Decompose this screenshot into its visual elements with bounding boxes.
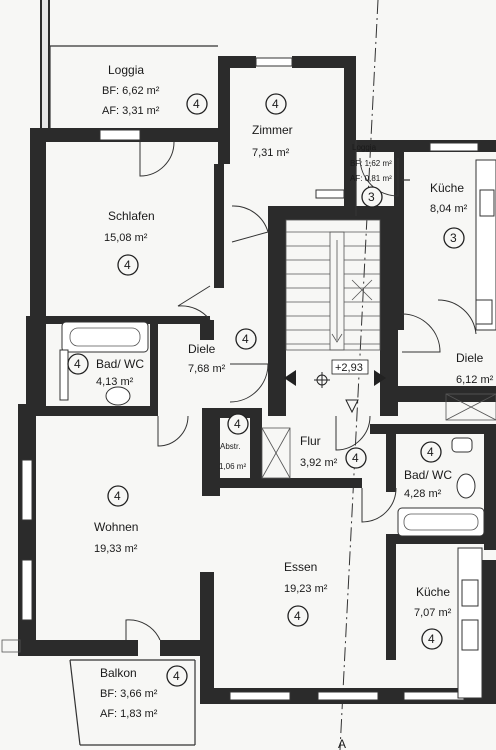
zone-zimmer: 4 <box>272 97 279 111</box>
zone-essen: 4 <box>294 609 301 623</box>
room-name-kueche-top: Küche <box>430 181 464 195</box>
room-name-kueche-bottom: Küche <box>416 585 450 599</box>
room-area-diele-right: 6,12 m² <box>456 374 494 386</box>
room-name-essen: Essen <box>284 560 317 574</box>
room-name-abstr: Abstr. <box>220 442 240 451</box>
zone-schlafen: 4 <box>124 258 131 272</box>
doors <box>125 141 477 641</box>
staircase <box>284 219 386 414</box>
room-area-schlafen: 15,08 m² <box>104 232 148 244</box>
room-name-flur: Flur <box>300 434 321 448</box>
room-name-diele-right: Diele <box>456 351 484 365</box>
room-name-balkon: Balkon <box>100 666 137 680</box>
bathtub-left <box>61 321 149 353</box>
toilet-right <box>456 473 476 499</box>
zone-diele-left: 4 <box>242 332 249 346</box>
zone-bad-right: 4 <box>427 445 434 459</box>
room-name-schlafen: Schlafen <box>108 209 155 223</box>
left-edge-wall-outline <box>42 0 48 128</box>
room-name-wohnen: Wohnen <box>94 520 138 534</box>
room-name-loggia-left: Loggia <box>108 63 144 77</box>
zone-loggia-left: 4 <box>193 97 200 111</box>
thin-lines <box>1 45 496 746</box>
room-area-kueche-top: 8,04 m² <box>430 203 468 215</box>
windows <box>21 57 479 701</box>
room-area-diele-left: 7,68 m² <box>188 363 226 375</box>
stair-level: +2,93 <box>335 362 363 374</box>
zone-abstr: 4 <box>234 417 241 431</box>
abstr-cross <box>261 427 291 479</box>
bathtub-right <box>397 507 485 537</box>
toilet-left <box>105 386 131 406</box>
section-axis <box>339 0 379 750</box>
zone-kueche-top: 3 <box>450 231 457 245</box>
room-bf-loggia-right: BF: 1,62 m² <box>350 159 392 168</box>
room-af-loggia-right: AF: 0,81 m² <box>350 174 392 183</box>
room-area-zimmer: 7,31 m² <box>252 147 290 159</box>
room-bf-loggia-left: BF: 6,62 m² <box>102 85 160 97</box>
room-name-diele-left: Diele <box>188 342 216 356</box>
room-af-balkon: AF: 1,83 m² <box>100 708 158 720</box>
fixtures <box>59 159 496 699</box>
room-area-abstr: 1,06 m² <box>219 462 246 471</box>
zone-flur: 4 <box>352 451 359 465</box>
room-area-flur: 3,92 m² <box>300 457 338 469</box>
room-name-bad-left: Bad/ WC <box>96 357 144 371</box>
room-name-zimmer: Zimmer <box>252 123 293 137</box>
room-area-bad-right: 4,28 m² <box>404 488 442 500</box>
zone-wohnen: 4 <box>114 489 121 503</box>
zone-bad-left: 4 <box>74 357 81 371</box>
room-area-essen: 19,23 m² <box>284 583 328 595</box>
room-area-bad-left: 4,13 m² <box>96 376 134 388</box>
zone-balkon: 4 <box>173 669 180 683</box>
zone-loggia-right: 3 <box>368 190 375 204</box>
room-name-loggia-right: Loggia <box>352 143 377 152</box>
labels: Loggia BF: 6,62 m² AF: 3,31 m² 4 4 Zimme… <box>67 63 494 750</box>
room-area-wohnen: 19,33 m² <box>94 543 138 555</box>
section-marker: A <box>338 737 346 750</box>
room-area-kueche-bottom: 7,07 m² <box>414 607 452 619</box>
room-bf-balkon: BF: 3,66 m² <box>100 688 158 700</box>
room-af-loggia-left: AF: 3,31 m² <box>102 105 160 117</box>
room-name-bad-right: Bad/ WC <box>404 468 452 482</box>
zone-kueche-bottom: 4 <box>428 632 435 646</box>
